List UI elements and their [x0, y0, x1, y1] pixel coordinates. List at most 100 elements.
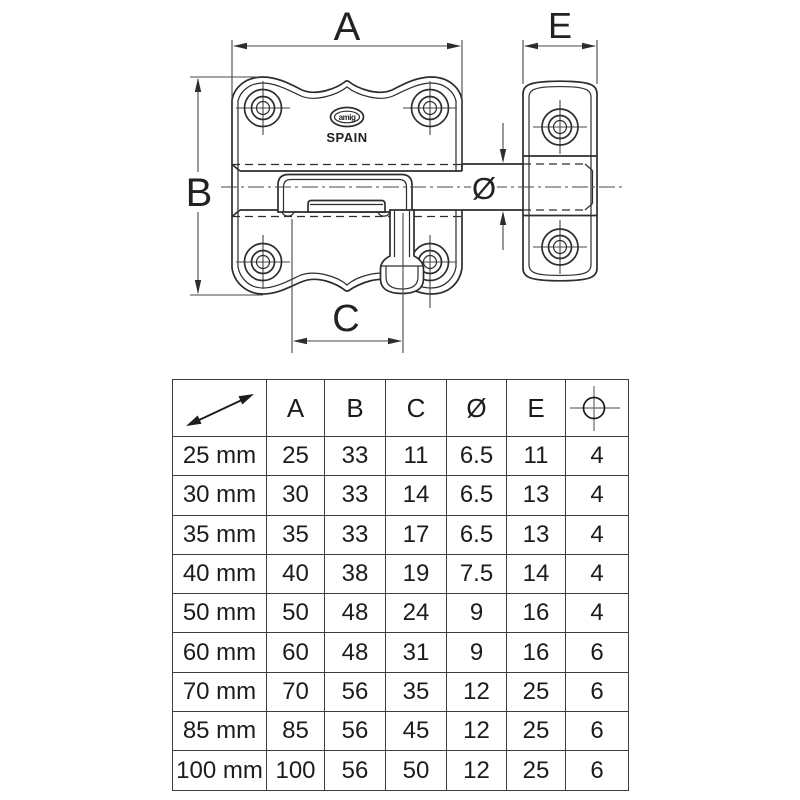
dimension-a: A [231, 5, 463, 163]
screw-hole [403, 81, 457, 135]
size-label-cell: 35 mm [172, 514, 267, 555]
col-header-c: C [385, 379, 447, 437]
value-cell-holes: 4 [565, 475, 629, 516]
value-cell-a: 30 [266, 475, 325, 516]
value-cell-holes: 4 [565, 593, 629, 634]
origin-label: SPAIN [326, 130, 367, 145]
value-cell-b: 56 [324, 711, 386, 752]
size-label-cell: 40 mm [172, 553, 267, 595]
logo-oval [329, 106, 365, 128]
screw-hole [533, 220, 587, 274]
value-cell-diameter: 12 [446, 750, 507, 791]
size-spec-table: A B C Ø E 25 mm 25 33 11 6.5 11 [172, 379, 629, 791]
dimension-e: E [522, 5, 598, 84]
value-cell-a: 35 [266, 514, 325, 555]
value-cell-b: 33 [324, 475, 386, 516]
table-row: 35 mm 35 33 17 6.5 13 4 [172, 514, 629, 555]
value-cell-a: 40 [266, 553, 325, 595]
value-cell-diameter: 6.5 [446, 475, 507, 516]
value-cell-a: 70 [266, 671, 325, 713]
value-cell-c: 14 [385, 475, 447, 516]
table-row: 40 mm 40 38 19 7.5 14 4 [172, 553, 629, 595]
dimension-c: C [291, 213, 404, 353]
value-cell-a: 100 [266, 750, 325, 791]
hole-count-column-header [565, 379, 629, 437]
value-cell-diameter: 12 [446, 671, 507, 713]
logo-text: amig [339, 113, 356, 122]
size-label-cell: 50 mm [172, 593, 267, 634]
value-cell-diameter: 9 [446, 593, 507, 634]
value-cell-holes: 6 [565, 750, 629, 791]
size-label-cell: 70 mm [172, 671, 267, 713]
dim-label-c: C [332, 298, 359, 340]
value-cell-e: 11 [506, 435, 566, 477]
table-row: 25 mm 25 33 11 6.5 11 4 [172, 435, 629, 477]
value-cell-holes: 6 [565, 632, 629, 673]
value-cell-diameter: 6.5 [446, 514, 507, 555]
value-cell-diameter: 6.5 [446, 435, 507, 477]
screw-hole [236, 81, 290, 135]
value-cell-b: 38 [324, 553, 386, 595]
value-cell-e: 16 [506, 593, 566, 634]
table-row: 100 mm 100 56 50 12 25 6 [172, 750, 629, 791]
latch-plate [307, 199, 386, 213]
col-header-b: B [324, 379, 386, 437]
value-cell-c: 11 [385, 435, 447, 477]
table-row: 85 mm 85 56 45 12 25 6 [172, 711, 629, 752]
value-cell-a: 50 [266, 593, 325, 634]
value-cell-b: 48 [324, 593, 386, 634]
dim-label-e: E [548, 5, 572, 46]
col-header-e: E [506, 379, 566, 437]
value-cell-a: 85 [266, 711, 325, 752]
value-cell-diameter: 7.5 [446, 553, 507, 595]
value-cell-c: 50 [385, 750, 447, 791]
size-label-cell: 30 mm [172, 475, 267, 516]
value-cell-holes: 4 [565, 553, 629, 595]
value-cell-e: 25 [506, 750, 566, 791]
brand-logo: amig SPAIN [326, 106, 367, 145]
value-cell-e: 14 [506, 553, 566, 595]
value-cell-e: 16 [506, 632, 566, 673]
value-cell-a: 25 [266, 435, 325, 477]
value-cell-e: 13 [506, 475, 566, 516]
value-cell-c: 17 [385, 514, 447, 555]
value-cell-holes: 6 [565, 671, 629, 713]
size-label-cell: 85 mm [172, 711, 267, 752]
value-cell-c: 24 [385, 593, 447, 634]
value-cell-b: 56 [324, 671, 386, 713]
table-row: 70 mm 70 56 35 12 25 6 [172, 671, 629, 713]
screw-hole [533, 100, 587, 154]
value-cell-diameter: 12 [446, 711, 507, 752]
value-cell-diameter: 9 [446, 632, 507, 673]
dim-label-a: A [334, 5, 361, 49]
value-cell-b: 48 [324, 632, 386, 673]
table-row: 50 mm 50 48 24 9 16 4 [172, 593, 629, 634]
value-cell-b: 33 [324, 435, 386, 477]
value-cell-holes: 4 [565, 435, 629, 477]
technical-drawing: amig SPAIN [186, 5, 625, 353]
value-cell-e: 25 [506, 671, 566, 713]
handle-knob [379, 209, 425, 295]
dimension-diameter: Ø [471, 123, 507, 250]
table-row: 60 mm 60 48 31 9 16 6 [172, 632, 629, 673]
value-cell-holes: 6 [565, 711, 629, 752]
screw-hole [236, 235, 290, 289]
dim-label-b: B [186, 171, 213, 215]
dimension-b: B [186, 76, 263, 296]
value-cell-e: 25 [506, 711, 566, 752]
screw-holes-main [236, 81, 457, 308]
value-cell-e: 13 [506, 514, 566, 555]
value-cell-b: 56 [324, 750, 386, 791]
value-cell-c: 45 [385, 711, 447, 752]
hole-position-icon [570, 386, 620, 431]
value-cell-c: 31 [385, 632, 447, 673]
value-cell-a: 60 [266, 632, 325, 673]
col-header-diameter: Ø [446, 379, 507, 437]
value-cell-b: 33 [324, 514, 386, 555]
table-header-row: A B C Ø E [172, 379, 629, 437]
keeper-plate [522, 80, 598, 282]
size-label-cell: 100 mm [172, 750, 267, 791]
diagonal-resize-arrow-icon [185, 394, 254, 426]
value-cell-c: 35 [385, 671, 447, 713]
